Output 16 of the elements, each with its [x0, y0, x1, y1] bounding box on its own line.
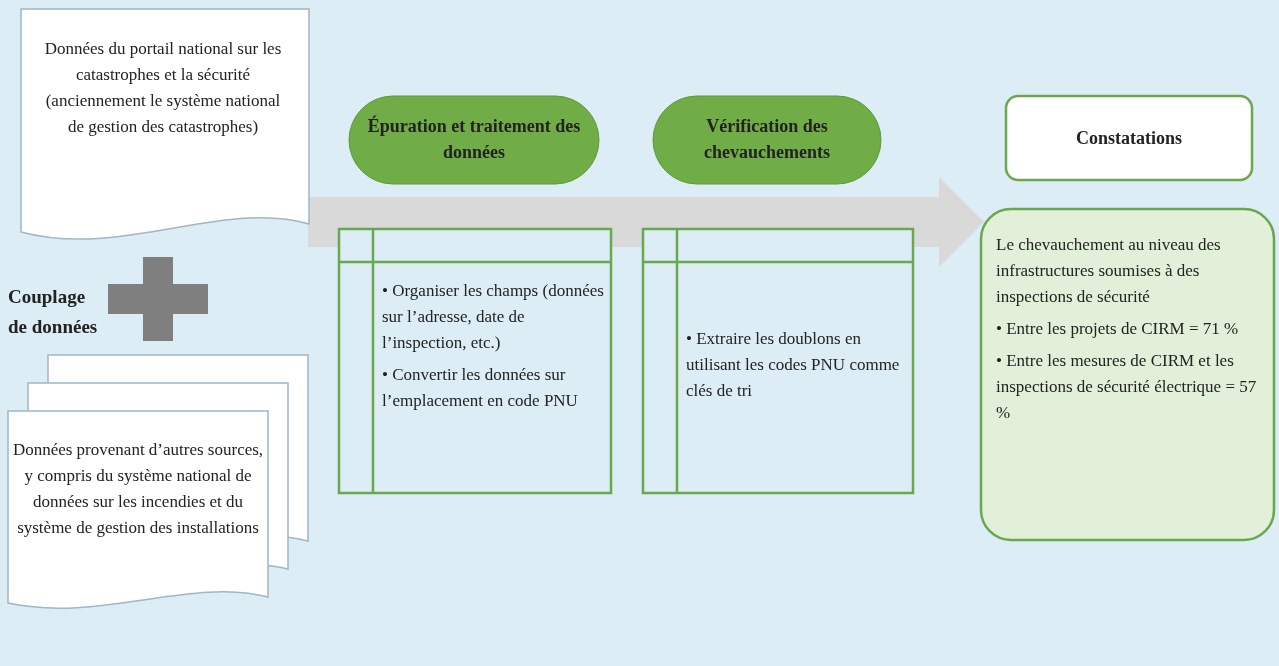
node-text: Données provenant d’autres sources, y compris du système national de données sur les incendies et du système de gestion des installations [12, 439, 264, 539]
node-text: Constatations [1075, 127, 1183, 150]
node-text: • Entre les projets de CIRM = 71 % [996, 318, 1240, 340]
findings-box [980, 208, 1275, 541]
node-text: Données du portail national sur les catastrophes et la sécurité (anciennement le système national de gestion des catastrophes) [43, 38, 283, 138]
process-box [338, 228, 612, 494]
label-text: Couplage de données [8, 285, 99, 339]
node-text: Le chevauchement au niveau des infrastructures soumises à des inspections de sécurité [996, 234, 1222, 308]
heading-box [1005, 95, 1253, 181]
node-text: • Entre les mesures de CIRM et les inspections de sécurité électrique = 57 % [996, 350, 1258, 424]
node-text: • Extraire les doublons en utilisant les codes PNU comme clés de tri [686, 328, 901, 402]
process-box [642, 228, 914, 494]
node-text: Épuration et traitement des données [366, 114, 582, 164]
node-text: • Organiser les champs (données sur l’adresse, date de l’inspection, etc.) [382, 280, 605, 354]
node-text: • Convertir les données sur l’emplacement en code PNU [382, 364, 579, 412]
node-text: Vérification des chevauchements [703, 115, 831, 164]
